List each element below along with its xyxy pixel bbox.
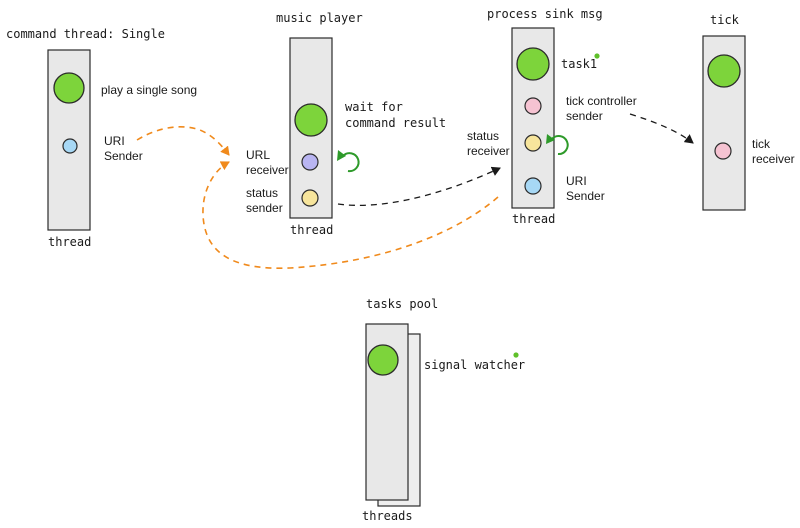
process-task-label: task1 bbox=[561, 57, 597, 71]
process-status-receiver-label-2: receiver bbox=[467, 144, 510, 158]
music-wait-label-1: wait for bbox=[345, 100, 403, 114]
tasks-watcher-label: signal watcher bbox=[424, 358, 525, 372]
process-tick-controller-label-2: sender bbox=[566, 109, 603, 123]
music-status-sender-label-1: status bbox=[246, 186, 278, 200]
tick-title: tick bbox=[710, 13, 740, 27]
arrow-tick-controller-to-tick-receiver bbox=[629, 113, 694, 144]
tick-group: tick tick receiver bbox=[702, 13, 795, 211]
tick-receiver-dot bbox=[714, 142, 732, 160]
process-sink-footer: thread bbox=[512, 212, 555, 226]
process-status-receiver-label-1: status bbox=[467, 129, 499, 143]
music-url-receiver-label-2: receiver bbox=[246, 163, 289, 177]
music-player-group: music player wait for command result URL… bbox=[246, 11, 446, 237]
tasks-main-circle bbox=[367, 344, 399, 376]
tasks-pool-title: tasks pool bbox=[366, 297, 438, 311]
music-player-title: music player bbox=[276, 11, 363, 25]
arrow-process-uri-to-url-receiver bbox=[202, 161, 499, 269]
command-uri-sender-label-1: URI bbox=[104, 134, 125, 148]
music-url-receiver-label-1: URL bbox=[246, 148, 270, 162]
process-main-circle bbox=[516, 47, 550, 81]
tick-receiver-label-1: tick bbox=[752, 137, 771, 151]
music-main-circle bbox=[294, 103, 328, 137]
music-status-sender-dot bbox=[301, 189, 319, 207]
music-wait-label-2: command result bbox=[345, 116, 446, 130]
process-sink-title: process sink msg bbox=[487, 7, 603, 21]
arrows bbox=[136, 113, 694, 269]
process-tick-controller-dot bbox=[524, 97, 542, 115]
process-sink-group: process sink msg task1 tick controller s… bbox=[467, 7, 637, 226]
loop-arrow-icon bbox=[546, 134, 569, 156]
process-tick-controller-label-1: tick controller bbox=[566, 94, 637, 108]
loop-arrow-icon bbox=[337, 150, 360, 173]
command-thread-group: command thread: Single play a single son… bbox=[6, 27, 197, 249]
music-url-receiver-dot bbox=[301, 153, 319, 171]
command-main-circle bbox=[53, 72, 85, 104]
tasks-pool-group: tasks pool signal watcher threads bbox=[362, 297, 525, 523]
process-uri-sender-label-2: Sender bbox=[566, 189, 605, 203]
command-main-label: play a single song bbox=[101, 83, 197, 97]
command-thread-title: command thread: Single bbox=[6, 27, 165, 41]
command-thread-footer: thread bbox=[48, 235, 91, 249]
arrow-status-sender-to-status-receiver bbox=[337, 166, 501, 207]
process-uri-sender-label-1: URI bbox=[566, 174, 587, 188]
arrow-uri-to-url-receiver bbox=[136, 126, 230, 156]
tick-receiver-label-2: receiver bbox=[752, 152, 795, 166]
command-uri-sender-dot bbox=[62, 138, 78, 154]
tick-main-circle bbox=[707, 54, 741, 88]
tasks-pool-footer: threads bbox=[362, 509, 413, 523]
process-uri-sender-dot bbox=[524, 177, 542, 195]
indicator-dot-icon bbox=[513, 352, 519, 358]
command-uri-sender-label-2: Sender bbox=[104, 149, 143, 163]
indicator-dot-icon bbox=[594, 53, 600, 59]
music-player-footer: thread bbox=[290, 223, 333, 237]
music-status-sender-label-2: sender bbox=[246, 201, 283, 215]
process-status-receiver-dot bbox=[524, 134, 542, 152]
